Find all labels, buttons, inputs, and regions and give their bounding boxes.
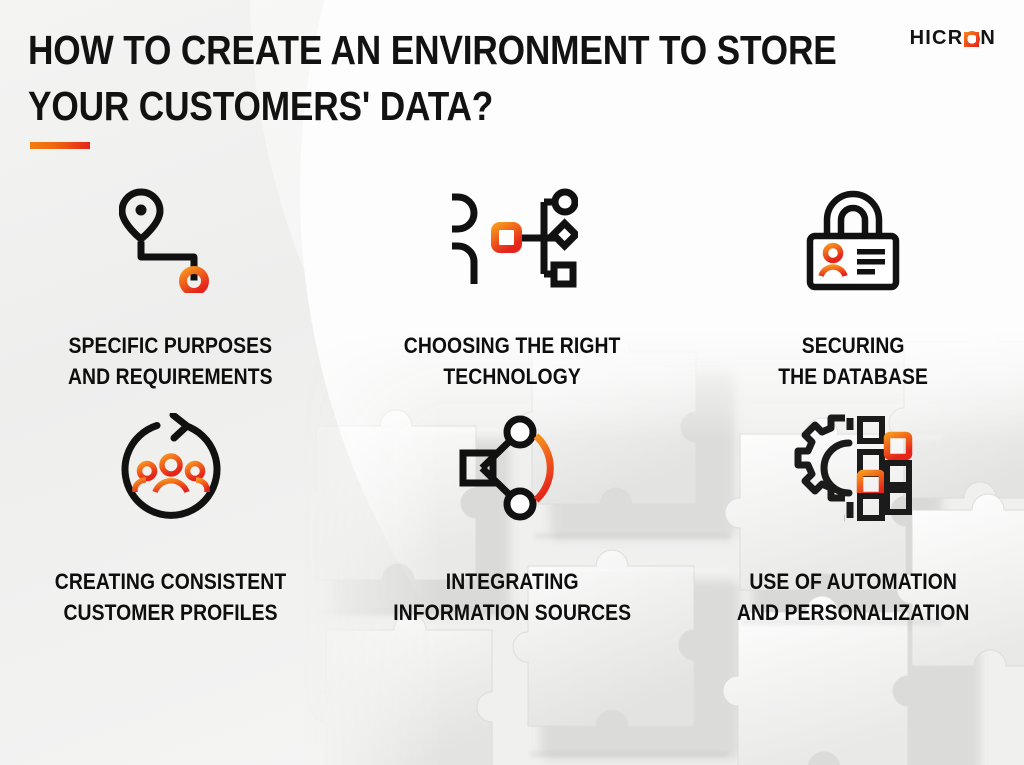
feature-label-line-2: INFORMATION SOURCES [393, 600, 631, 625]
feature-label-line-1: SPECIFIC PURPOSES [68, 333, 273, 358]
feature-label: INTEGRATING INFORMATION SOURCES [393, 566, 631, 628]
feature-label-line-1: SECURING [801, 333, 905, 358]
feature-grid: SPECIFIC PURPOSES AND REQUIREMENTS [0, 180, 1024, 640]
feature-label-line-2: THE DATABASE [778, 364, 929, 389]
title-line-1: HOW TO CREATE AN ENVIRONMENT TO STORE [28, 27, 837, 73]
map-pin-route-icon [118, 180, 223, 300]
feature-item-automation-personalization: USE OF AUTOMATION AND PERSONALIZATION [683, 405, 1024, 640]
feature-item-integrating-sources: INTEGRATING INFORMATION SOURCES [341, 405, 682, 640]
hicron-logo: HICR N [910, 28, 996, 48]
feature-label: CHOOSING THE RIGHT TECHNOLOGY [404, 330, 621, 392]
feature-label: SECURING THE DATABASE [778, 330, 928, 392]
technology-flow-icon [446, 180, 578, 300]
feature-label-line-1: CREATING CONSISTENT [54, 569, 287, 594]
padlock-id-card-icon [803, 180, 903, 300]
page-title: HOW TO CREATE AN ENVIRONMENT TO STORE YO… [28, 22, 837, 134]
gear-squares-icon [793, 405, 913, 530]
background-puzzle-photo [300, 330, 1024, 765]
logo-text-after: N [980, 27, 996, 49]
feature-label: SPECIFIC PURPOSES AND REQUIREMENTS [68, 330, 273, 392]
feature-item-securing-database: SECURING THE DATABASE [683, 180, 1024, 405]
logo-ring-icon [964, 31, 980, 47]
title-line-2: YOUR CUSTOMERS' DATA? [28, 83, 494, 129]
feature-label-line-1: USE OF AUTOMATION [749, 569, 958, 594]
feature-item-choosing-technology: CHOOSING THE RIGHT TECHNOLOGY [341, 180, 682, 405]
feature-label-line-1: INTEGRATING [445, 569, 579, 594]
feature-label-line-1: CHOOSING THE RIGHT [403, 333, 621, 358]
feature-label-line-2: CUSTOMER PROFILES [63, 600, 278, 625]
feature-item-specific-purposes: SPECIFIC PURPOSES AND REQUIREMENTS [0, 180, 341, 405]
logo-text-before: HICR [909, 27, 964, 49]
feature-label: CREATING CONSISTENT CUSTOMER PROFILES [55, 566, 286, 628]
title-accent-bar [30, 142, 90, 149]
feature-item-customer-profiles: CREATING CONSISTENT CUSTOMER PROFILES [0, 405, 341, 640]
share-nodes-arc-icon [456, 405, 568, 530]
feature-label: USE OF AUTOMATION AND PERSONALIZATION [737, 566, 970, 628]
feature-label-line-2: TECHNOLOGY [443, 364, 581, 389]
people-refresh-icon [117, 405, 225, 530]
feature-label-line-2: AND REQUIREMENTS [68, 364, 274, 389]
feature-label-line-2: AND PERSONALIZATION [737, 600, 970, 625]
